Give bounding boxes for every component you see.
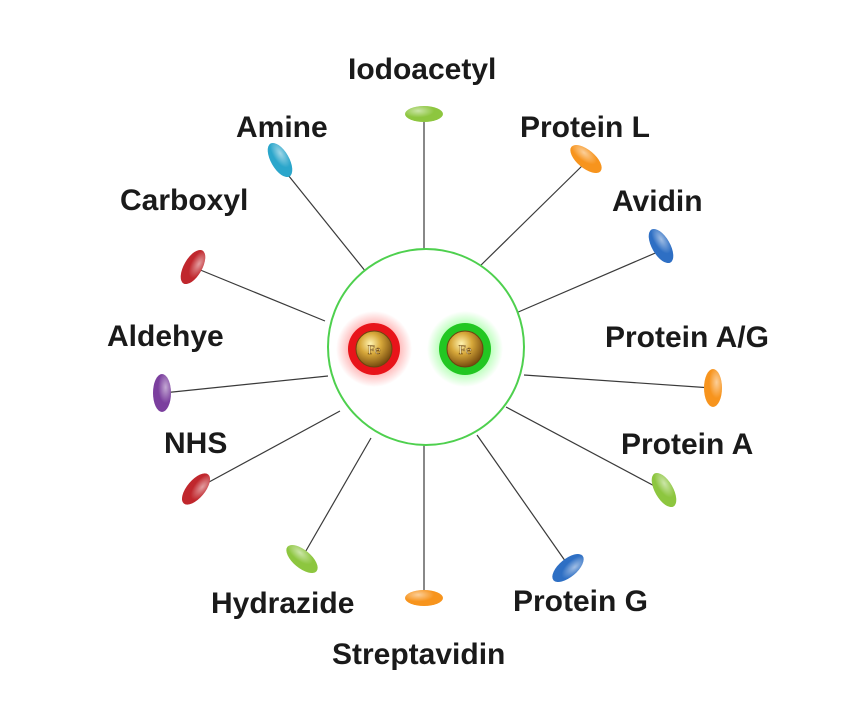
ligand-label-amine: Amine [236, 111, 328, 144]
linker-nhs [197, 410, 341, 489]
ligand-label-protein-ag: Protein A/G [605, 321, 769, 354]
ligand-label-protein-a: Protein A [621, 428, 754, 461]
ligand-protein-g-oval [552, 553, 584, 583]
ligand-nhs-oval [181, 473, 211, 505]
ligand-label-streptavidin: Streptavidin [332, 638, 506, 671]
ligand-label-avidin: Avidin [612, 185, 703, 218]
ligand-carboxyl-oval [180, 249, 206, 285]
ligand-label-hydrazide: Hydrazide [211, 587, 355, 620]
linker-amine [279, 164, 367, 273]
ligand-label-nhs: NHS [164, 427, 228, 460]
ligand-hydrazide-oval [286, 544, 318, 574]
linker-avidin [515, 250, 661, 314]
ligand-label-aldehye: Aldehye [107, 320, 224, 353]
iron-core-red: Fe [336, 311, 412, 387]
linker-hydrazide [302, 437, 372, 557]
ligand-streptavidin-oval [405, 590, 443, 606]
ligand-aldehye-oval [153, 374, 171, 412]
linker-protein-g [476, 434, 569, 566]
ligand-avidin-oval [648, 228, 674, 264]
nanoparticle-shell [327, 248, 525, 446]
ligand-label-protein-g: Protein G [513, 585, 649, 618]
ligand-protein-l-oval [570, 144, 602, 174]
ligand-label-carboxyl: Carboxyl [120, 184, 249, 217]
ligand-amine-oval [267, 142, 293, 178]
ligand-label-protein-l: Protein L [520, 111, 651, 144]
linker-protein-l [475, 162, 586, 271]
linker-aldehye [162, 375, 329, 394]
ligand-protein-ag-oval [704, 369, 722, 407]
fe-label-right: Fe [459, 342, 472, 357]
ligand-protein-a-oval [651, 472, 677, 508]
fe-label-left: Fe [368, 342, 381, 357]
linker-protein-ag [523, 374, 713, 389]
iron-core-green: Fe [427, 311, 503, 387]
ligand-iodoacetyl-oval [405, 106, 443, 122]
linker-protein-a [505, 406, 663, 491]
ligand-label-iodoacetyl: Iodoacetyl [348, 53, 497, 86]
linker-carboxyl [192, 266, 326, 322]
